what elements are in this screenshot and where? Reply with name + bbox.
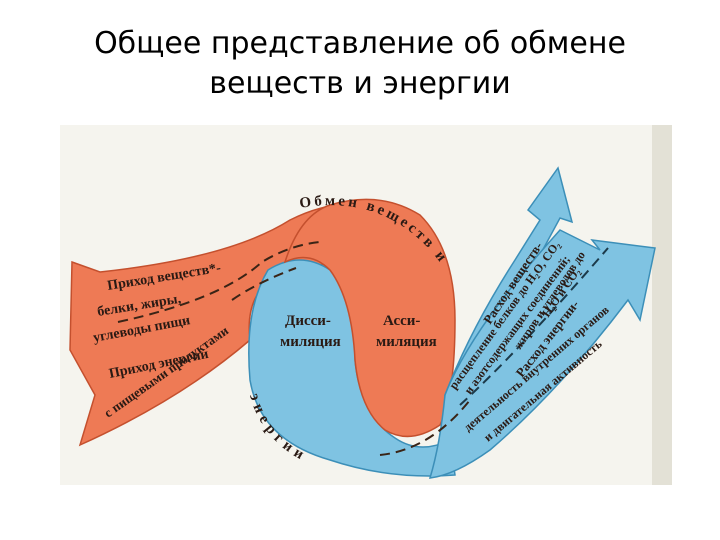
assimilation-lobe — [283, 198, 456, 438]
dissimilation-label-1: Дисси- — [285, 313, 331, 329]
title-line-2: веществ и энергии — [209, 66, 511, 101]
title-line-1: Общее представление об обмене — [94, 26, 626, 61]
dashed-divider-top — [231, 267, 297, 301]
dissimilation-label-2: миляция — [280, 334, 341, 350]
dashed-divider-center — [379, 399, 471, 456]
assimilation-label-2: миляция — [376, 334, 437, 350]
dashed-divider-intake — [117, 241, 321, 323]
dashed-divider-output — [459, 247, 609, 406]
output-arrow-energy — [428, 229, 656, 479]
slide-title: Общее представление об обмене веществ и … — [0, 24, 720, 104]
paper-edge-strip — [652, 125, 672, 485]
assimilation-label-1: Асси- — [383, 313, 420, 329]
